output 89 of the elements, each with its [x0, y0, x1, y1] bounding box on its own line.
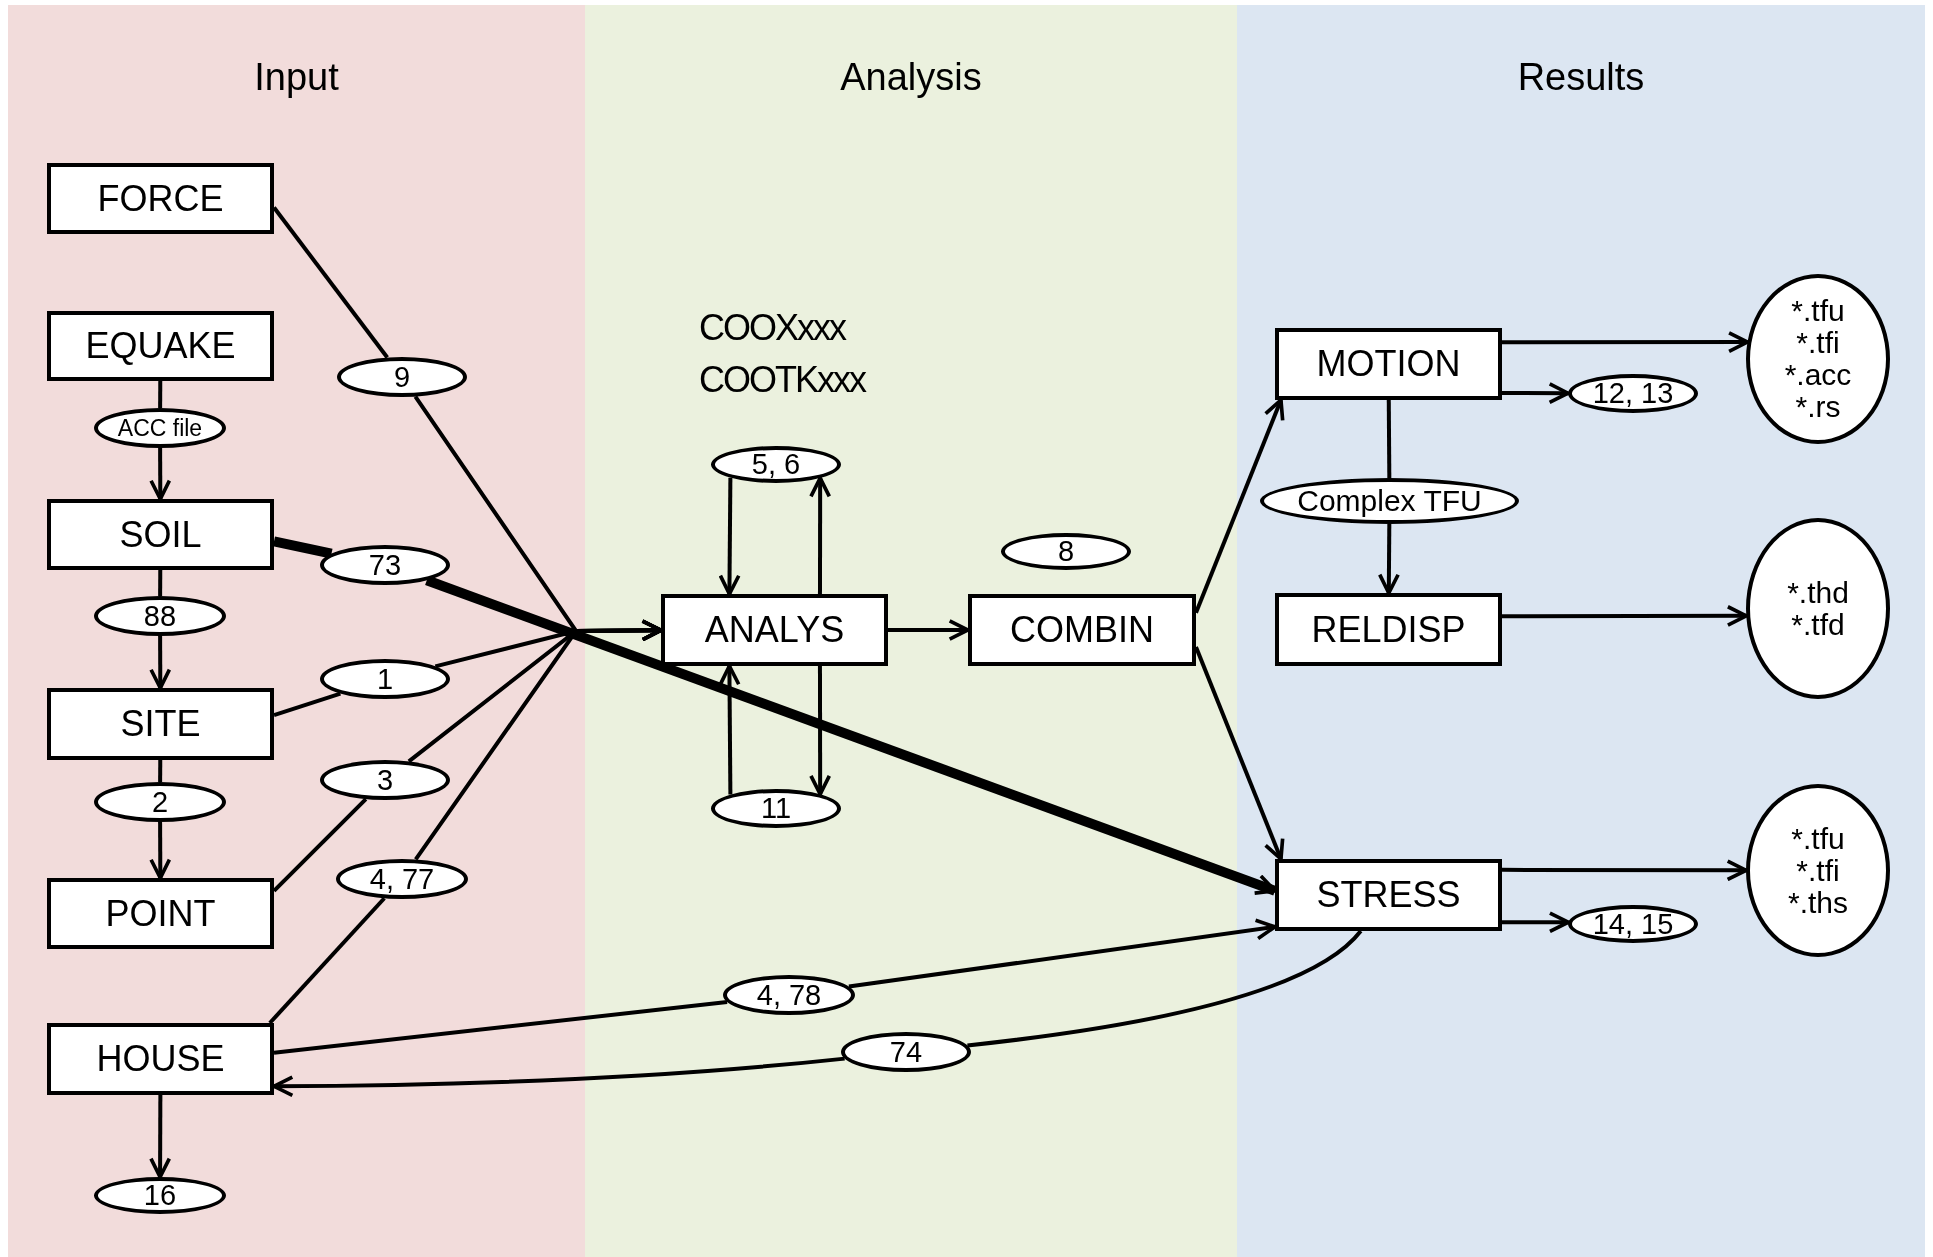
- file-extension: *.acc: [1784, 359, 1852, 391]
- file-extension: *.rs: [1795, 391, 1841, 423]
- process-box: [47, 311, 274, 381]
- node-text: SITE: [120, 705, 201, 743]
- node-text: FORCE: [97, 179, 224, 218]
- arrow: [425, 575, 1277, 896]
- connector-line: [272, 536, 333, 559]
- column-heading: Results: [1517, 55, 1645, 100]
- node-text: ACC file: [117, 415, 203, 441]
- arrow: [718, 477, 741, 596]
- arrow: [1502, 911, 1571, 934]
- process-box: [1275, 593, 1502, 666]
- file-extension: *.tfd: [1791, 608, 1845, 641]
- arrow: [809, 666, 832, 797]
- arrow: [149, 1095, 172, 1179]
- node-text: 9: [393, 361, 411, 393]
- node-text: 5, 6: [751, 449, 801, 480]
- column-band: [585, 5, 1237, 1257]
- connector-line: [268, 896, 386, 1025]
- file-name-label: COOXxxx: [699, 310, 845, 346]
- node-text: 16: [143, 1180, 177, 1211]
- node-text: 4, 77: [369, 863, 435, 895]
- column-heading: Analysis: [840, 55, 982, 100]
- node-text: STRESS: [1316, 876, 1461, 914]
- process-box: [661, 594, 888, 666]
- arrow: [1377, 524, 1400, 595]
- connector-line: [273, 691, 341, 718]
- arrow: [149, 448, 172, 501]
- node-text: 88: [143, 600, 177, 632]
- arrow: [1502, 859, 1748, 882]
- node-text: 14, 15: [1592, 908, 1674, 940]
- process-box: [47, 163, 274, 234]
- node-text: 11: [760, 793, 792, 824]
- file-extension: *.tfu: [1791, 822, 1845, 855]
- node-text: 74: [889, 1036, 923, 1068]
- node-text: RELDISP: [1311, 610, 1466, 649]
- process-box: [1275, 328, 1502, 400]
- connector-line: [273, 999, 728, 1055]
- process-box: [47, 688, 274, 760]
- arrow: [1194, 398, 1285, 614]
- arrow: [848, 918, 1277, 989]
- file-extension: *.tfi: [1796, 854, 1840, 887]
- node-text: MOTION: [1316, 345, 1461, 383]
- column-band: [1237, 5, 1925, 1257]
- arrow: [888, 619, 970, 641]
- arrow: [1502, 382, 1570, 405]
- process-box: [968, 594, 1196, 666]
- column-heading: Input: [254, 55, 339, 100]
- node-text: 1: [376, 663, 394, 695]
- connector-line: [967, 929, 1363, 1048]
- node-text: COMBIN: [1010, 611, 1154, 649]
- connector-line: [1386, 400, 1392, 478]
- file-extension: *.thd: [1787, 576, 1849, 609]
- connector-line: [272, 797, 368, 893]
- file-extension: *.tfu: [1791, 295, 1845, 327]
- data-ellipse: [320, 659, 450, 699]
- file-extension: *.ths: [1788, 886, 1848, 919]
- node-text: 73: [368, 549, 402, 581]
- connector-line: [158, 381, 163, 408]
- process-box: [47, 1023, 274, 1095]
- process-box: [1275, 859, 1502, 931]
- connector-line: [158, 570, 163, 596]
- arrow: [272, 1056, 845, 1098]
- node-text: POINT: [105, 894, 216, 933]
- arrow: [809, 476, 832, 594]
- process-box: [47, 499, 274, 570]
- file-name-label: COOTKxxx: [699, 362, 865, 398]
- file-extension: *.tfi: [1796, 327, 1840, 359]
- node-text: SOIL: [119, 515, 202, 554]
- arrow: [718, 664, 741, 795]
- node-text: HOUSE: [96, 1040, 225, 1078]
- arrow: [1502, 604, 1749, 627]
- arrow: [149, 636, 172, 690]
- node-text: 12, 13: [1592, 378, 1674, 409]
- connector-line: [158, 760, 163, 782]
- column-band: [8, 5, 585, 1257]
- arrow: [149, 822, 172, 880]
- connector-line: [272, 206, 389, 359]
- node-text: 8: [1057, 536, 1075, 567]
- process-box: [47, 878, 274, 949]
- arrow: [1194, 646, 1285, 861]
- node-text: 4, 78: [756, 979, 822, 1011]
- arrow: [1502, 331, 1750, 354]
- node-text: EQUAKE: [85, 327, 236, 365]
- node-text: ANALYS: [704, 611, 845, 649]
- node-text: Complex TFU: [1297, 485, 1482, 517]
- arrow: [414, 619, 663, 861]
- node-text: 2: [151, 786, 169, 818]
- node-text: 3: [376, 764, 394, 796]
